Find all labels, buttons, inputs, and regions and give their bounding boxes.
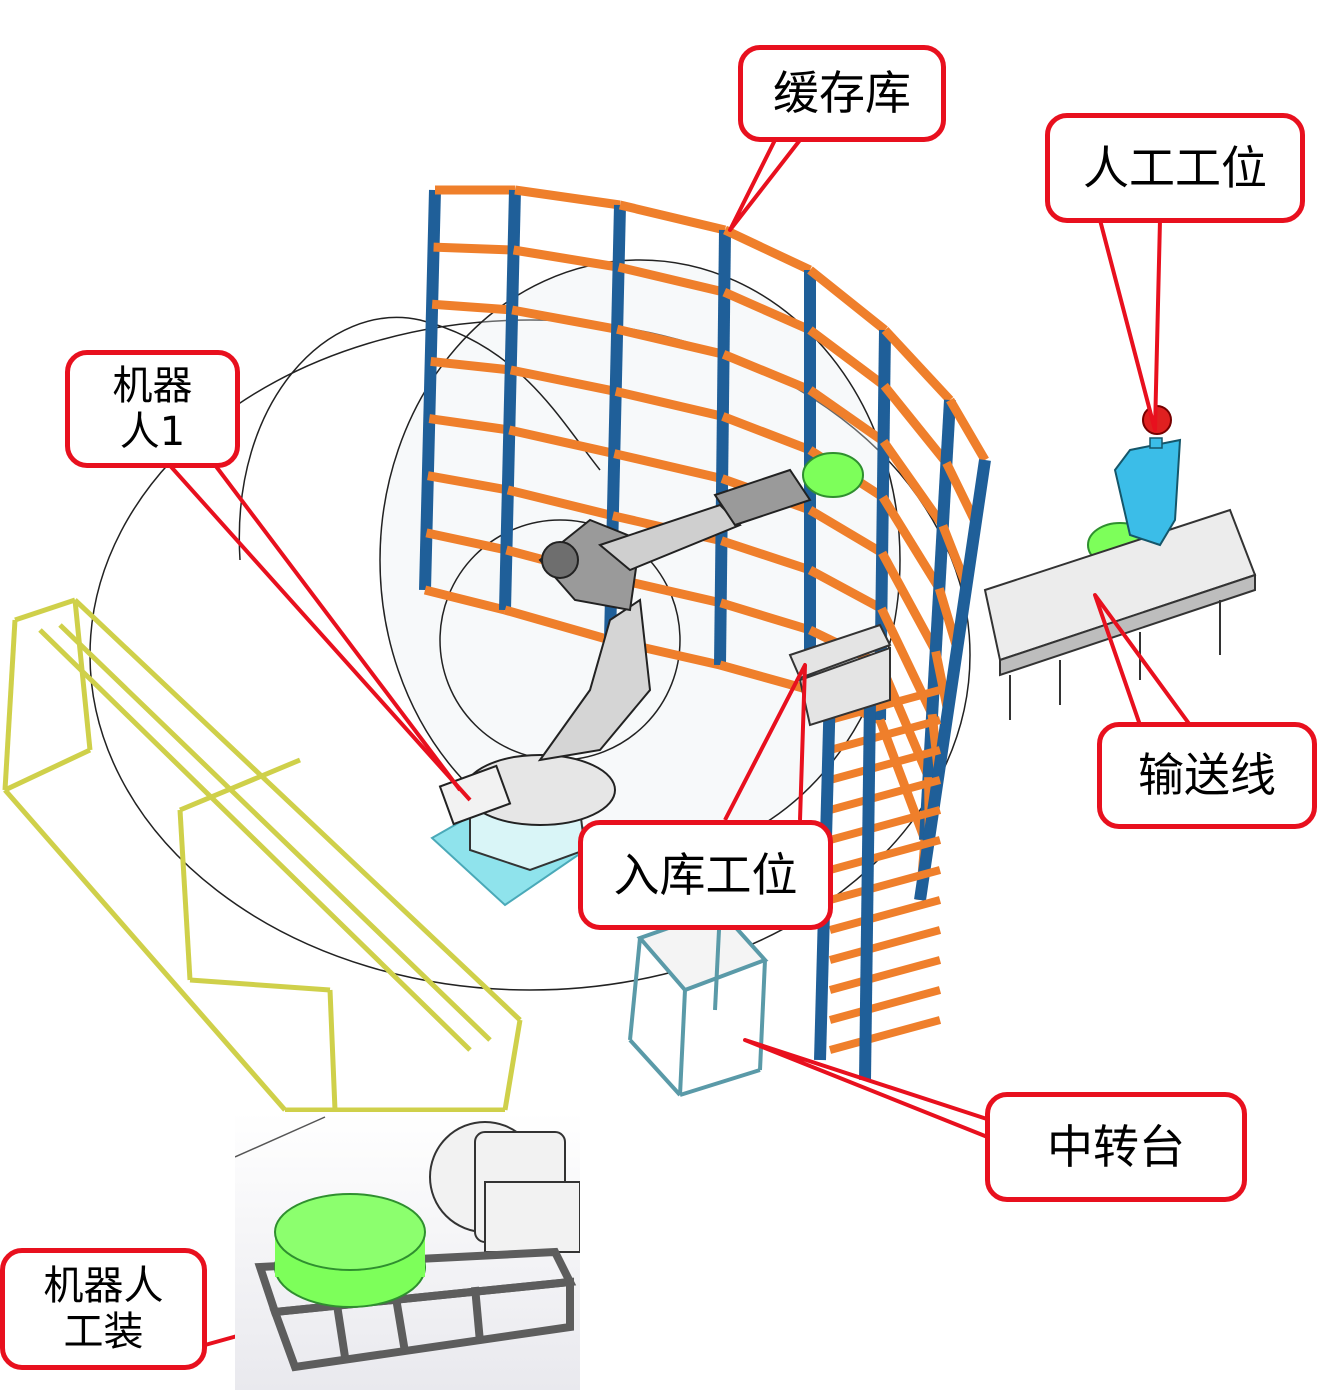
callout-inbound-station: 入库工位 — [578, 820, 833, 930]
callout-robot-1: 机器 人1 — [65, 350, 240, 468]
transfer-table — [628, 907, 769, 1097]
callout-inbound-station-label: 入库工位 — [613, 847, 798, 902]
buffer-storage-rack — [419, 185, 991, 1081]
callout-robot-fixture-label: 机器人 工装 — [43, 1263, 164, 1355]
callout-robot-fixture: 机器人 工装 — [0, 1248, 207, 1370]
callout-transfer-table: 中转台 — [985, 1092, 1247, 1202]
callout-conveyor-label: 输送线 — [1138, 748, 1276, 803]
callout-conveyor: 输送线 — [1097, 722, 1317, 829]
callout-manual-station: 人工工位 — [1045, 113, 1305, 223]
callout-manual-station-label: 人工工位 — [1083, 140, 1267, 195]
conveyor-line — [983, 508, 1257, 720]
callout-leader-lines — [163, 138, 1192, 1347]
yellow-fixture-frame — [2, 597, 523, 1113]
robot-fixture-inset — [235, 1112, 580, 1390]
callout-robot-1-label: 机器 人1 — [112, 363, 193, 455]
robot-fixture-icon — [235, 1116, 580, 1372]
callout-transfer-table-label: 中转台 — [1047, 1119, 1185, 1174]
callout-buffer-storage: 缓存库 — [738, 45, 946, 142]
inbound-station-shelf — [788, 623, 892, 727]
callout-buffer-storage-label: 缓存库 — [773, 66, 911, 121]
